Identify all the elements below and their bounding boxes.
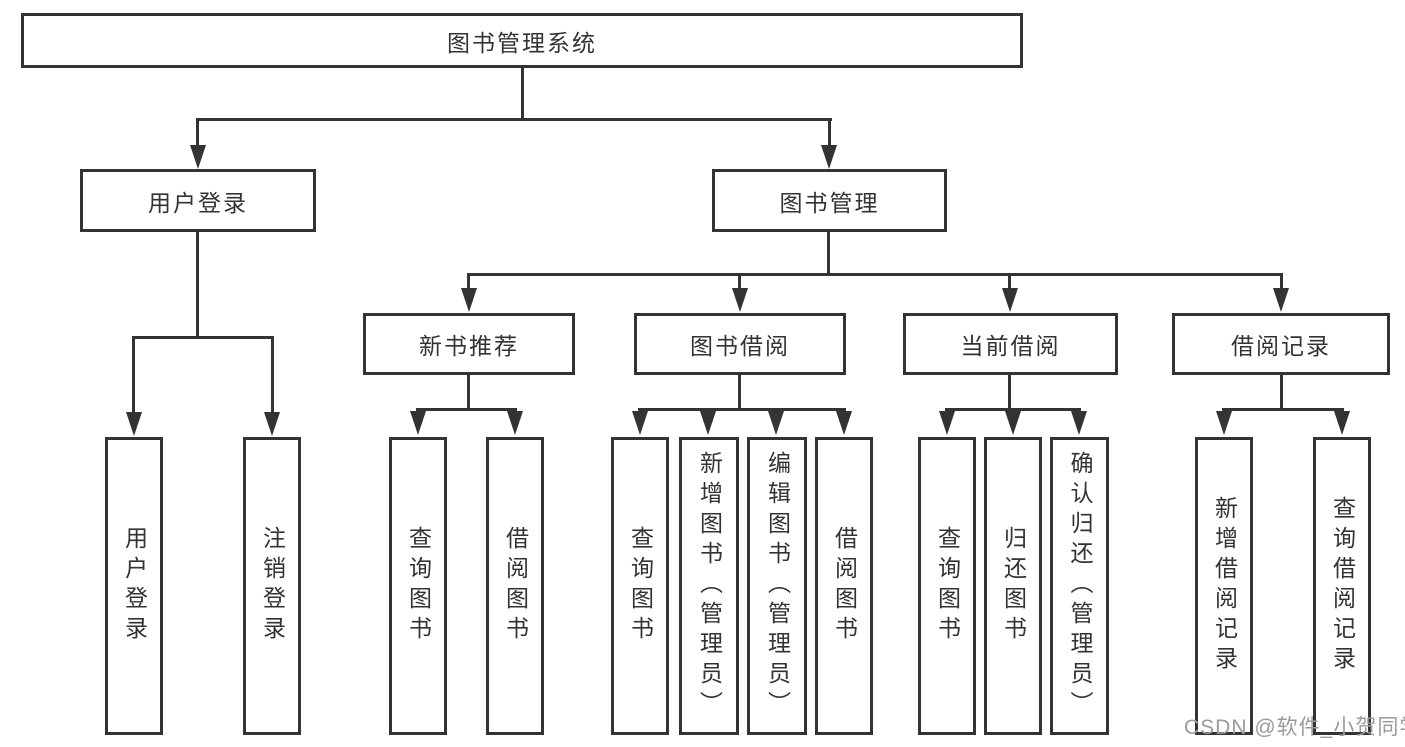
connector-line	[1280, 375, 1283, 408]
connector-line	[196, 118, 832, 121]
arrow-down-icon	[836, 411, 852, 435]
watermark: CSDN @软件_小贺同学	[1184, 716, 1405, 739]
leaf-logout: 注销登录	[243, 437, 301, 735]
leaf-query-books-borrow: 查询图书	[611, 437, 669, 735]
arrow-down-icon	[1005, 411, 1021, 435]
node-current-borrow: 当前借阅	[903, 313, 1118, 375]
arrow-down-icon	[1002, 288, 1018, 312]
arrow-down-icon	[768, 411, 784, 435]
connector-line	[521, 68, 524, 118]
connector-line	[196, 232, 199, 336]
leaf-add-books-admin: 新增图书（管理员）	[679, 437, 739, 735]
leaf-query-borrow-record: 查询借阅记录	[1313, 437, 1371, 735]
leaf-borrow-books: 借阅图书	[815, 437, 873, 735]
connector-line	[467, 276, 470, 289]
arrow-down-icon	[1216, 411, 1232, 435]
connector-line	[1222, 408, 1344, 411]
arrow-down-icon	[1071, 411, 1087, 435]
arrow-down-icon	[700, 411, 716, 435]
connector-line	[132, 336, 274, 339]
arrow-down-icon	[264, 412, 280, 436]
connector-line	[132, 339, 135, 413]
arrow-down-icon	[632, 411, 648, 435]
node-book-management: 图书管理	[712, 169, 947, 232]
node-borrow-records: 借阅记录	[1172, 313, 1390, 375]
connector-line	[196, 121, 199, 147]
connector-line	[945, 408, 1081, 411]
connector-line	[1008, 375, 1011, 408]
node-user-login: 用户登录	[80, 169, 316, 232]
leaf-user-login: 用户登录	[105, 437, 163, 735]
arrow-down-icon	[1273, 288, 1289, 312]
connector-line	[1280, 276, 1283, 289]
arrow-down-icon	[126, 412, 142, 436]
arrow-down-icon	[410, 411, 426, 435]
connector-line	[271, 339, 274, 413]
leaf-edit-books-admin: 编辑图书（管理员）	[747, 437, 807, 735]
connector-line	[738, 276, 741, 289]
arrow-down-icon	[507, 411, 523, 435]
connector-line	[416, 408, 517, 411]
connector-line	[827, 232, 830, 273]
connector-line	[467, 375, 470, 408]
connector-line	[1008, 276, 1011, 289]
leaf-return-books: 归还图书	[984, 437, 1042, 735]
connector-line	[738, 375, 741, 408]
leaf-query-books-current: 查询图书	[918, 437, 976, 735]
connector-line	[467, 273, 1283, 276]
node-new-book-recommend: 新书推荐	[363, 313, 575, 375]
arrow-down-icon	[939, 411, 955, 435]
node-root-system: 图书管理系统	[21, 13, 1023, 68]
leaf-confirm-return-admin: 确认归还（管理员）	[1050, 437, 1109, 735]
leaf-add-borrow-record: 新增借阅记录	[1195, 437, 1253, 735]
arrow-down-icon	[732, 288, 748, 312]
node-book-borrow: 图书借阅	[634, 313, 846, 375]
connector-line	[828, 121, 831, 147]
connector-line	[638, 408, 846, 411]
arrow-down-icon	[190, 145, 206, 169]
leaf-borrow-books-recommend: 借阅图书	[486, 437, 544, 735]
leaf-query-books-recommend: 查询图书	[389, 437, 447, 735]
arrow-down-icon	[461, 288, 477, 312]
arrow-down-icon	[1334, 411, 1350, 435]
arrow-down-icon	[821, 145, 837, 169]
